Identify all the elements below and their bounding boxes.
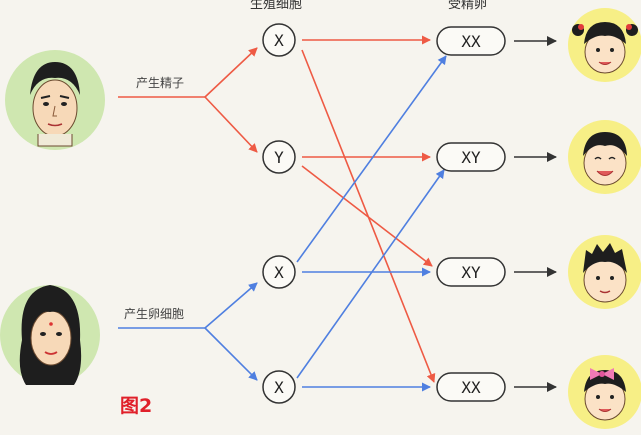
mother-portrait [0,285,100,385]
mother-branch [118,282,258,381]
zygotes-header: 受精卵 [448,0,487,12]
son-portrait-1 [568,120,641,194]
egg-lines [296,55,447,392]
zygote-label-2: XY [461,148,481,167]
father-portrait [5,50,105,150]
sperm-y-label: Y [274,148,284,167]
egg-x-node-2: X [262,370,296,404]
egg-x-label-2: X [274,378,284,397]
sperm-lines [301,35,436,383]
son-portrait-2 [568,235,641,309]
sperm-x-label: X [274,31,284,50]
mother-edge-label: 产生卵细胞 [124,307,184,321]
sperm-y-node: Y [262,140,296,174]
father-branch [118,47,258,153]
gametes-header: 生殖细胞 [250,0,302,12]
daughter-portrait-1 [568,8,641,82]
zygote-label-4: XX [461,378,481,397]
figure-label: 图2 [120,395,152,417]
zygote-node-4: XX [436,372,506,402]
sperm-x-node: X [262,23,296,57]
zygote-node-2: XY [436,142,506,172]
zygote-node-1: XX [436,26,506,56]
child-arrows [514,36,557,392]
zygote-label-3: XY [461,263,481,282]
zygote-node-3: XY [436,257,506,287]
egg-x-label-1: X [274,263,284,282]
zygote-label-1: XX [461,32,481,51]
daughter-portrait-2 [568,355,641,429]
egg-x-node-1: X [262,255,296,289]
father-edge-label: 产生精子 [136,76,184,90]
